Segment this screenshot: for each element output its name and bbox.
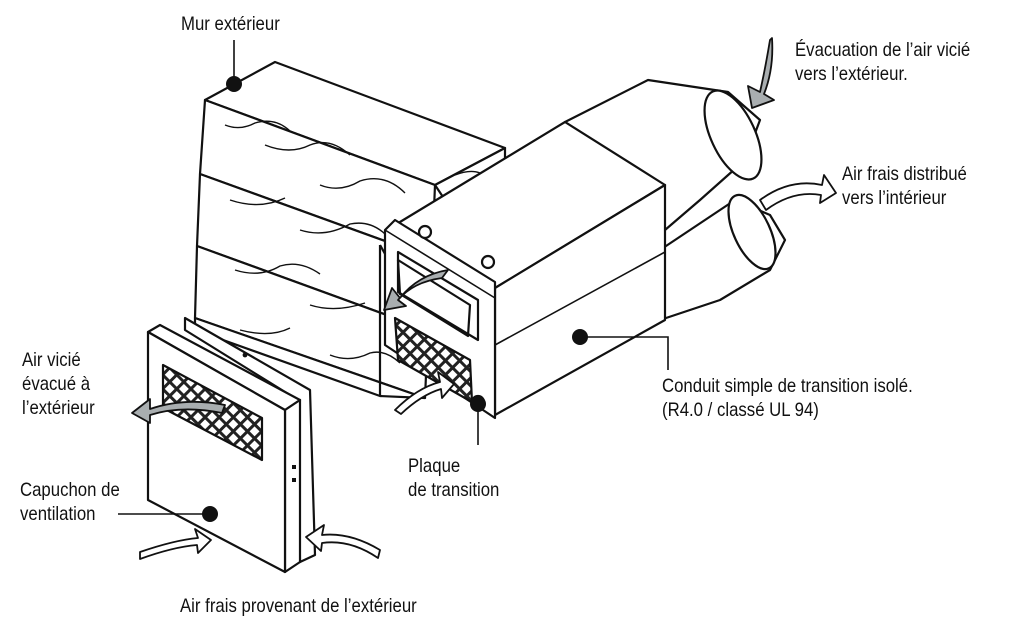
ventilation-hood [146,316,317,574]
label-ventilation-hood: Capuchon de ventilation [20,479,120,525]
fresh-air-arrows [139,174,837,560]
stale-into-duct-arrow [383,269,449,311]
leader-dots [202,76,588,522]
airflow-arrows [131,37,775,424]
fresh-in-duct-arrow [759,174,837,211]
label-transition-plate: Plaque de transition [408,455,500,501]
label-fresh-from-outside: Air frais provenant de l’extérieur [180,595,417,617]
leader-lines [118,40,669,515]
label-exhaust-out: Évacuation de l’air vicié vers l’extérie… [795,39,971,85]
fresh-hood-left-arrow [139,528,212,560]
label-stale-out: Air vicié évacué à l’extérieur [22,349,95,419]
stale-out-hood-arrow [131,398,226,424]
fresh-into-plate-arrow [394,371,455,415]
transition-duct [383,78,787,420]
label-duct: Conduit simple de transition isolé. (R4.… [662,375,913,421]
label-fresh-in: Air frais distribué vers l’intérieur [842,163,967,209]
exhaust-arrow [747,37,775,109]
fresh-hood-right-arrow [305,524,381,559]
label-exterior-wall: Mur extérieur [181,13,280,35]
exterior-wall [193,60,507,400]
